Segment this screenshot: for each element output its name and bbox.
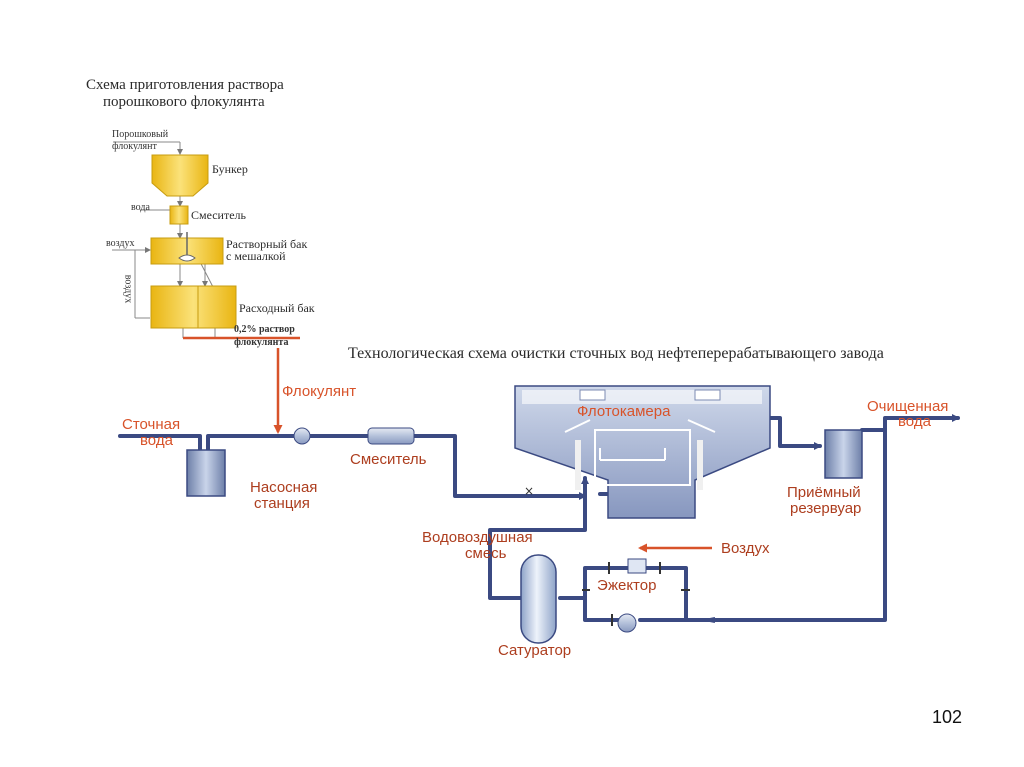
bunker-hopper <box>151 154 209 197</box>
air-vertical-label: воздух <box>122 274 134 304</box>
valves <box>582 562 690 626</box>
pipes <box>118 414 960 622</box>
flotation-label: Флотокамера <box>577 403 671 420</box>
receiver-tank <box>824 429 863 479</box>
prep-output-line1: 0,2% раствор <box>234 324 295 335</box>
prep-input-line2: флокулянт <box>112 141 157 152</box>
flocculant-label: Флокулянт <box>282 383 357 400</box>
prep-input-line1: Порошковый <box>112 129 169 140</box>
bunker-label: Бункер <box>212 162 248 176</box>
page-number: 102 <box>932 707 963 727</box>
water-air-mix-line2: смесь <box>465 545 507 562</box>
svg-text:×: × <box>524 484 534 498</box>
prep-title-line2: порошкового флокулянта <box>103 94 265 110</box>
prep-output-line2: флокулянта <box>234 337 289 348</box>
air-main-label: Воздух <box>721 540 770 557</box>
prep-title-line1: Схема приготовления раствора <box>86 77 284 93</box>
saturator-vessel <box>520 554 557 644</box>
supply-tank-label: Расходный бак <box>239 301 315 315</box>
water-label: вода <box>131 202 150 213</box>
supply-tank <box>150 285 237 329</box>
pump-icon <box>293 427 311 445</box>
saturator-label: Сатуратор <box>498 642 572 659</box>
ejector-label: Эжектор <box>597 577 657 594</box>
flotation-chamber <box>514 385 771 519</box>
prep-mixer-box <box>169 205 189 225</box>
mixer-label: Смеситель <box>350 451 427 468</box>
wastewater-line2: вода <box>140 432 173 449</box>
mixer-cylinder <box>367 427 415 445</box>
treated-water-line2: вода <box>898 413 931 430</box>
receiver-line2: резервуар <box>790 500 862 517</box>
pump-station-line2: станция <box>254 495 310 512</box>
air-label: воздух <box>106 238 135 249</box>
wastewater-line1: Сточная <box>122 416 181 433</box>
bottom-pump-icon <box>617 613 637 633</box>
water-air-mix-line1: Водовоздушная <box>422 529 533 546</box>
solution-tank-line1: Растворный бак <box>226 237 308 251</box>
main-title: Технологическая схема очистки сточных во… <box>348 345 884 362</box>
stirrer-blade <box>178 254 196 262</box>
wastewater-tank <box>186 449 226 497</box>
solution-tank-line2: с мешалкой <box>226 249 286 263</box>
prep-mixer-label: Смеситель <box>191 208 247 222</box>
receiver-line1: Приёмный <box>787 484 861 501</box>
pump-station-line1: Насосная <box>250 479 318 496</box>
ejector-box <box>627 558 647 574</box>
treated-water-line1: Очищенная <box>867 398 949 415</box>
